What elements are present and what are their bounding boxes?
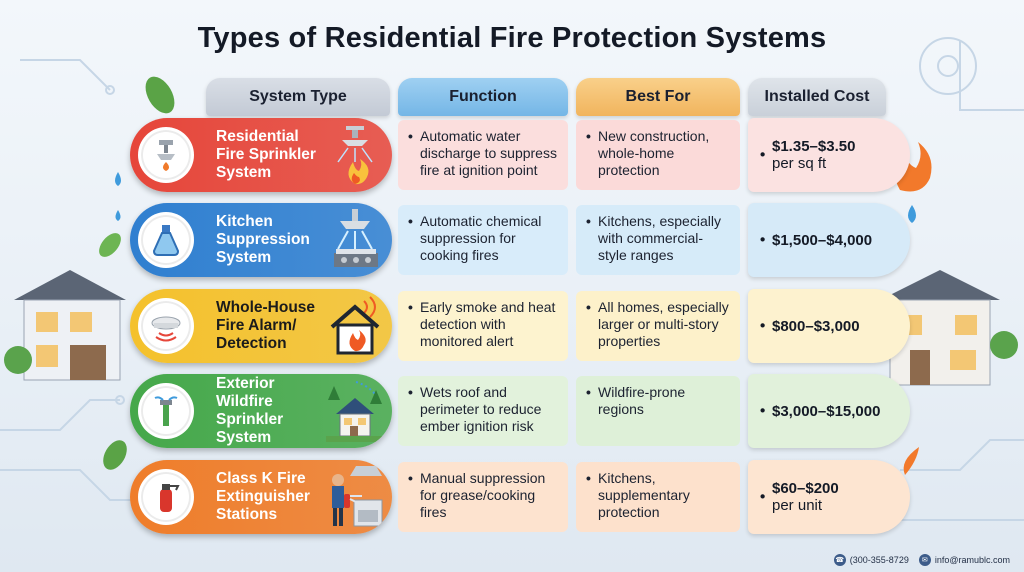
system-illustration	[326, 380, 384, 442]
header-function: Function	[398, 78, 568, 116]
function-cell: Automatic chemical suppression for cooki…	[398, 205, 568, 275]
installed-cost-cell: $800–$3,000	[748, 289, 910, 363]
header-best-for: Best For	[576, 78, 740, 116]
cost-value: $60–$200	[772, 480, 839, 497]
cost-value: $1,500–$4,000	[772, 231, 873, 249]
phone-contact: ☎ (300-355-8729	[833, 554, 909, 566]
system-type-line: System	[216, 429, 272, 446]
cost-value: $3,000–$15,000	[772, 402, 881, 420]
cost-unit: per sq ft	[772, 155, 827, 172]
function-cell: Automatic water discharge to suppress fi…	[398, 120, 568, 190]
email-address: info@ramublc.com	[934, 555, 1010, 565]
installed-cost-cell: $60–$200 per unit	[748, 460, 910, 534]
system-illustration	[326, 209, 384, 271]
system-type-line: System	[216, 249, 272, 266]
header-installed-cost: Installed Cost	[748, 78, 886, 116]
system-type-line: Stations	[216, 506, 278, 523]
phone-icon: ☎	[833, 554, 846, 566]
system-type-line: Kitchen	[216, 213, 273, 230]
fire-extinguisher-icon	[138, 469, 194, 525]
system-type-line: System	[216, 164, 272, 181]
system-type-line: Extinguisher	[216, 488, 310, 505]
phone-number: (300-355-8729	[849, 555, 909, 565]
best-for-cell: New construction, whole-home protection	[576, 120, 740, 190]
best-for-cell: Wildfire-prone regions	[576, 376, 740, 446]
installed-cost-cell: $1,500–$4,000	[748, 203, 910, 277]
email-icon: ✉	[918, 554, 931, 566]
best-for-cell: Kitchens, supplementary protection	[576, 462, 740, 532]
function-cell: Early smoke and heat detection with moni…	[398, 291, 568, 361]
best-for-cell: All homes, especially larger or multi-st…	[576, 291, 740, 361]
extinguisher-flask-icon	[138, 212, 194, 268]
cost-value: $1.35–$3.50	[772, 138, 856, 155]
cost-unit: per unit	[772, 497, 823, 514]
function-cell: Manual suppression for grease/cooking fi…	[398, 462, 568, 532]
system-type-line: Suppression	[216, 231, 310, 248]
smoke-detector-icon	[138, 298, 194, 354]
rooftop-sprinkler-icon	[138, 383, 194, 439]
installed-cost-cell: $3,000–$15,000	[748, 374, 910, 448]
system-type-line: Residential	[216, 128, 299, 145]
system-type-line: Exterior Wildfire	[216, 375, 275, 410]
cost-value: $800–$3,000	[772, 317, 860, 335]
page-title: Types of Residential Fire Protection Sys…	[197, 22, 827, 54]
system-type-line: Fire Sprinkler	[216, 146, 316, 163]
header-system-type: System Type	[206, 78, 390, 116]
system-type-line: Detection	[216, 335, 287, 352]
system-type-line: Whole-House	[216, 299, 316, 316]
system-type-line: Fire Alarm/	[216, 317, 297, 334]
system-illustration	[326, 124, 384, 186]
system-type-line: Class K Fire	[216, 470, 306, 487]
sprinkler-icon	[138, 127, 194, 183]
function-cell: Wets roof and perimeter to reduce ember …	[398, 376, 568, 446]
email-contact: ✉ info@ramublc.com	[918, 554, 1010, 566]
best-for-cell: Kitchens, especially with commercial-sty…	[576, 205, 740, 275]
installed-cost-cell: $1.35–$3.50 per sq ft	[748, 118, 910, 192]
contact-footer: ☎ (300-355-8729 ✉ info@ramublc.com	[833, 554, 1010, 566]
system-illustration	[326, 466, 384, 528]
left-house-illustration	[4, 270, 126, 381]
system-illustration	[326, 295, 384, 357]
system-type-line: Sprinkler	[216, 411, 284, 428]
